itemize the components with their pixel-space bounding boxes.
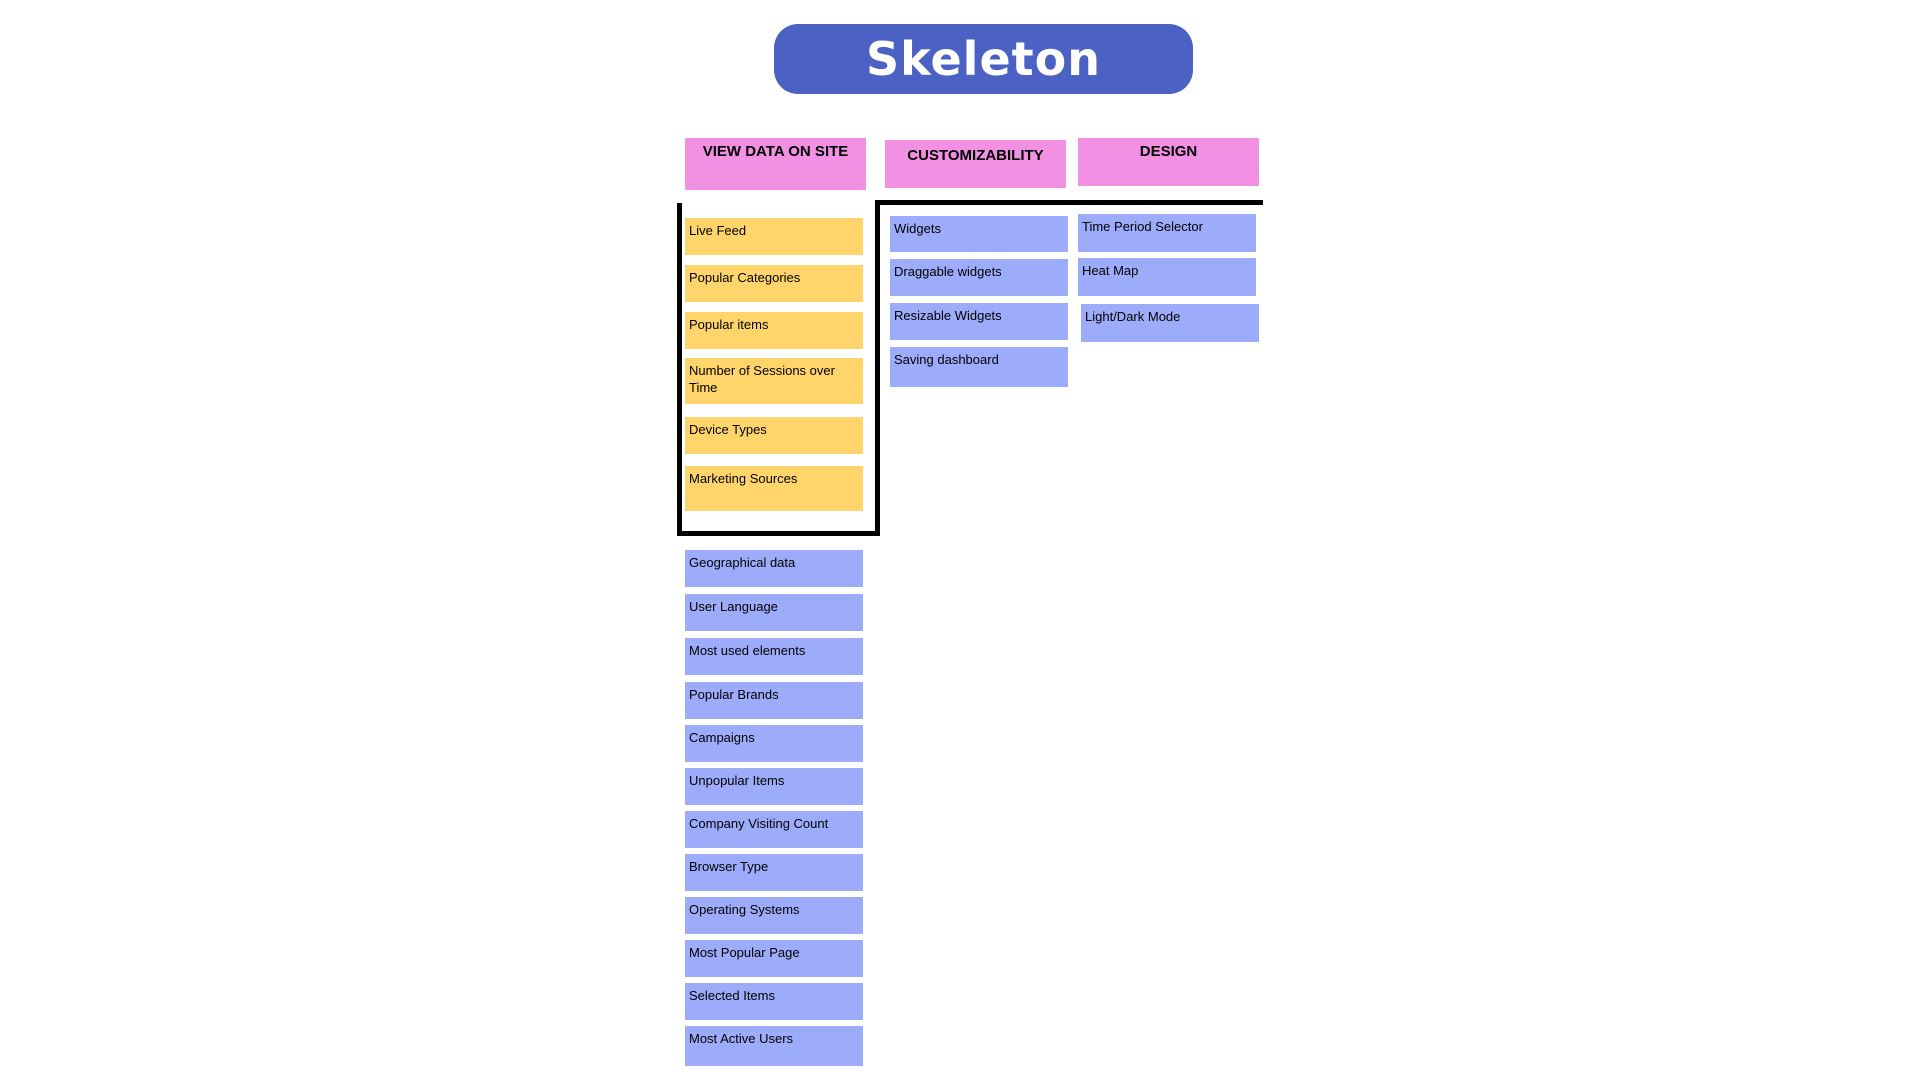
note-geographical-data: Geographical data	[685, 550, 863, 587]
note-popular-items: Popular items	[685, 312, 863, 349]
note-campaigns: Campaigns	[685, 725, 863, 762]
note-resizable-widgets: Resizable Widgets	[890, 303, 1068, 340]
note-popular-categories: Popular Categories	[685, 265, 863, 302]
note-marketing-sources: Marketing Sources	[685, 466, 863, 511]
note-company-visiting-count: Company Visiting Count	[685, 811, 863, 848]
note-sessions-over-time: Number of Sessions over Time	[685, 358, 863, 404]
note-live-feed: Live Feed	[685, 218, 863, 255]
note-saving-dashboard: Saving dashboard	[890, 347, 1068, 387]
group-bracket-bottom	[677, 531, 880, 536]
note-most-active-users: Most Active Users	[685, 1026, 863, 1066]
note-light-dark-mode: Light/Dark Mode	[1081, 304, 1259, 342]
note-most-used-elements: Most used elements	[685, 638, 863, 675]
header-customizability: CUSTOMIZABILITY	[885, 140, 1066, 188]
note-popular-brands: Popular Brands	[685, 682, 863, 719]
group-bracket-top	[875, 200, 1263, 205]
note-widgets: Widgets	[890, 216, 1068, 252]
note-most-popular-page: Most Popular Page	[685, 940, 863, 977]
page-title: Skeleton	[774, 24, 1193, 94]
header-design: DESIGN	[1078, 138, 1259, 186]
header-view-data: VIEW DATA ON SITE	[685, 138, 866, 190]
note-device-types: Device Types	[685, 417, 863, 454]
note-operating-systems: Operating Systems	[685, 897, 863, 934]
note-selected-items: Selected Items	[685, 983, 863, 1020]
note-time-period-selector: Time Period Selector	[1078, 214, 1256, 252]
note-unpopular-items: Unpopular Items	[685, 768, 863, 805]
group-bracket-left	[677, 203, 682, 536]
note-draggable-widgets: Draggable widgets	[890, 259, 1068, 296]
note-user-language: User Language	[685, 594, 863, 631]
note-browser-type: Browser Type	[685, 854, 863, 891]
group-bracket-right	[875, 203, 880, 536]
note-heat-map: Heat Map	[1078, 258, 1256, 296]
